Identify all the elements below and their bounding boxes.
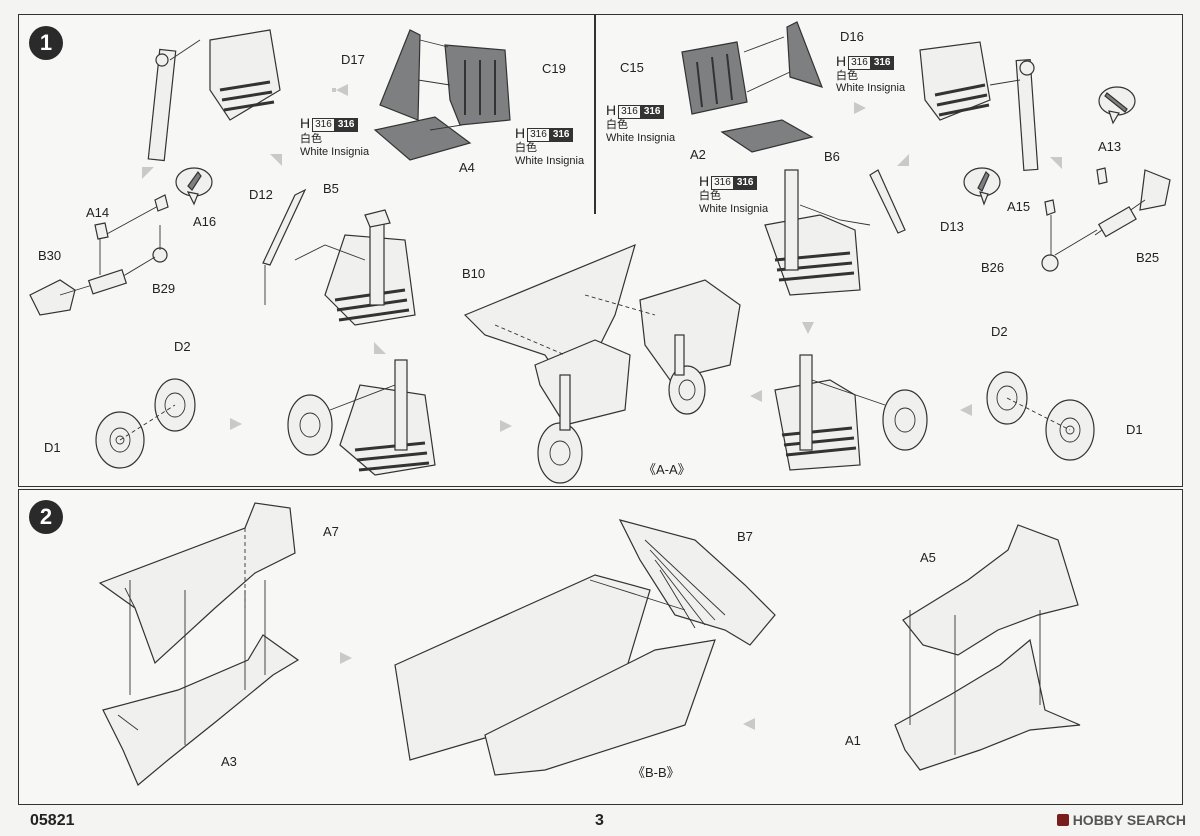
flow-arrow	[270, 154, 282, 166]
paint-name-english: White Insignia	[699, 203, 769, 215]
view-label-a-a: 《A-A》	[643, 462, 691, 477]
flow-arrow	[500, 420, 512, 432]
part-label-a15: A15	[1007, 199, 1031, 214]
paint-code-light: 316	[618, 104, 641, 119]
part-label-a13: A13	[1098, 139, 1122, 154]
part-label-b29: B29	[152, 281, 176, 296]
assembly-guide-lines	[129, 580, 266, 745]
right-wheel-parts-drawing	[986, 371, 1095, 461]
view-label-b-b: 《B-B》	[632, 765, 680, 780]
flow-arrow	[802, 322, 814, 334]
part-label-a7: A7	[323, 524, 339, 539]
part-label-a14: A14	[86, 205, 110, 220]
flow-arrow	[1050, 157, 1062, 169]
detail-callout-bubble	[1098, 86, 1136, 125]
step1-divider	[594, 14, 596, 214]
flow-arrow	[340, 652, 352, 664]
paint-letter: H	[699, 173, 710, 189]
part-label-a4: A4	[459, 160, 475, 175]
paint-name-english: White Insignia	[836, 82, 906, 94]
left-gear-strut-drawing	[147, 29, 281, 162]
hobby-search-logo-icon	[1056, 814, 1069, 826]
paint-code-dark: 316	[549, 127, 573, 142]
part-label-d1-right: D1	[1126, 422, 1143, 437]
paint-letter: H	[300, 115, 311, 131]
part-label-c15: C15	[620, 60, 644, 75]
flow-arrow	[230, 418, 242, 430]
right-gear-bay-drawing	[764, 169, 906, 296]
paint-code-light: 316	[711, 175, 734, 190]
paint-name-english: White Insignia	[606, 132, 676, 144]
watermark-logo: HOBBY SEARCH	[1056, 812, 1186, 828]
page-number: 3	[595, 812, 604, 829]
detail-callout-bubble	[963, 167, 1001, 206]
intake-left-lower-drawing	[102, 634, 300, 786]
part-label-a2: A2	[690, 147, 706, 162]
paint-code-light: 316	[848, 55, 871, 70]
paint-name-chinese: 白色	[606, 119, 628, 131]
paint-code-light: 316	[312, 117, 335, 132]
part-label-d12: D12	[249, 187, 273, 202]
paint-letter: H	[515, 125, 526, 141]
detail-callout-bubble	[175, 167, 213, 206]
part-label-a1: A1	[845, 733, 861, 748]
flow-arrow	[142, 167, 154, 179]
watermark-text: HOBBY SEARCH	[1072, 812, 1186, 828]
paint-code-dark: 316	[334, 117, 358, 132]
assembled-right-gear-bay-drawing	[774, 354, 928, 471]
part-label-b5: B5	[323, 181, 339, 196]
paint-name-english: White Insignia	[515, 155, 585, 167]
part-label-d17: D17	[341, 52, 365, 67]
flow-arrow	[332, 84, 348, 96]
part-label-b7: B7	[737, 529, 753, 544]
paint-name-chinese: 白色	[515, 142, 537, 154]
fuselage-section-drawing	[463, 243, 741, 484]
paint-letter: H	[836, 53, 847, 69]
part-label-b10: B10	[462, 266, 486, 281]
part-label-a3: A3	[221, 754, 237, 769]
part-label-b26: B26	[981, 260, 1005, 275]
flow-arrow	[960, 404, 972, 416]
paint-name-chinese: 白色	[699, 190, 721, 202]
part-label-a16: A16	[193, 214, 217, 229]
right-gear-leg-drawing	[1041, 167, 1171, 272]
part-label-d1-left: D1	[44, 440, 61, 455]
part-label-d16: D16	[840, 29, 864, 44]
right-gear-strut-drawing	[919, 41, 1039, 171]
paint-name-chinese: 白色	[836, 70, 858, 82]
left-wheel-parts-drawing	[95, 378, 196, 469]
intake-right-lower-drawing	[894, 638, 1081, 771]
paint-name-chinese: 白色	[300, 133, 322, 145]
paint-letter: H	[606, 102, 617, 118]
part-label-b30: B30	[38, 248, 62, 263]
right-gear-door-parts-drawing	[681, 21, 824, 153]
part-label-d2-left: D2	[174, 339, 191, 354]
paint-code-light: 316	[527, 127, 550, 142]
flow-arrow	[743, 718, 755, 730]
part-label-b6: B6	[824, 149, 840, 164]
paint-code-dark: 316	[733, 175, 757, 190]
gear-door-parts-drawing	[373, 29, 511, 161]
product-code: 05821	[30, 812, 75, 829]
intake-duct-assembly-drawing	[394, 519, 776, 776]
intake-right-upper-drawing	[902, 524, 1079, 656]
left-gear-leg-drawing	[29, 194, 169, 316]
assembled-gear-bay-drawing	[287, 359, 436, 476]
paint-code-dark: 316	[870, 55, 894, 70]
flow-arrow	[374, 342, 386, 354]
flow-arrow	[897, 154, 909, 166]
flow-arrow	[750, 390, 762, 402]
nose-gear-bay-drawing	[262, 188, 416, 326]
flow-arrow	[854, 102, 866, 114]
part-label-c19: C19	[542, 61, 566, 76]
assembly-guide-lines	[909, 610, 1041, 755]
step-number-badge: 1	[29, 26, 63, 60]
part-label-d2-right: D2	[991, 324, 1008, 339]
part-label-d13: D13	[940, 219, 964, 234]
part-label-a5: A5	[920, 550, 936, 565]
step-number-badge: 2	[29, 500, 63, 534]
part-label-b25: B25	[1136, 250, 1160, 265]
paint-name-english: White Insignia	[300, 146, 370, 158]
paint-code-dark: 316	[640, 104, 664, 119]
